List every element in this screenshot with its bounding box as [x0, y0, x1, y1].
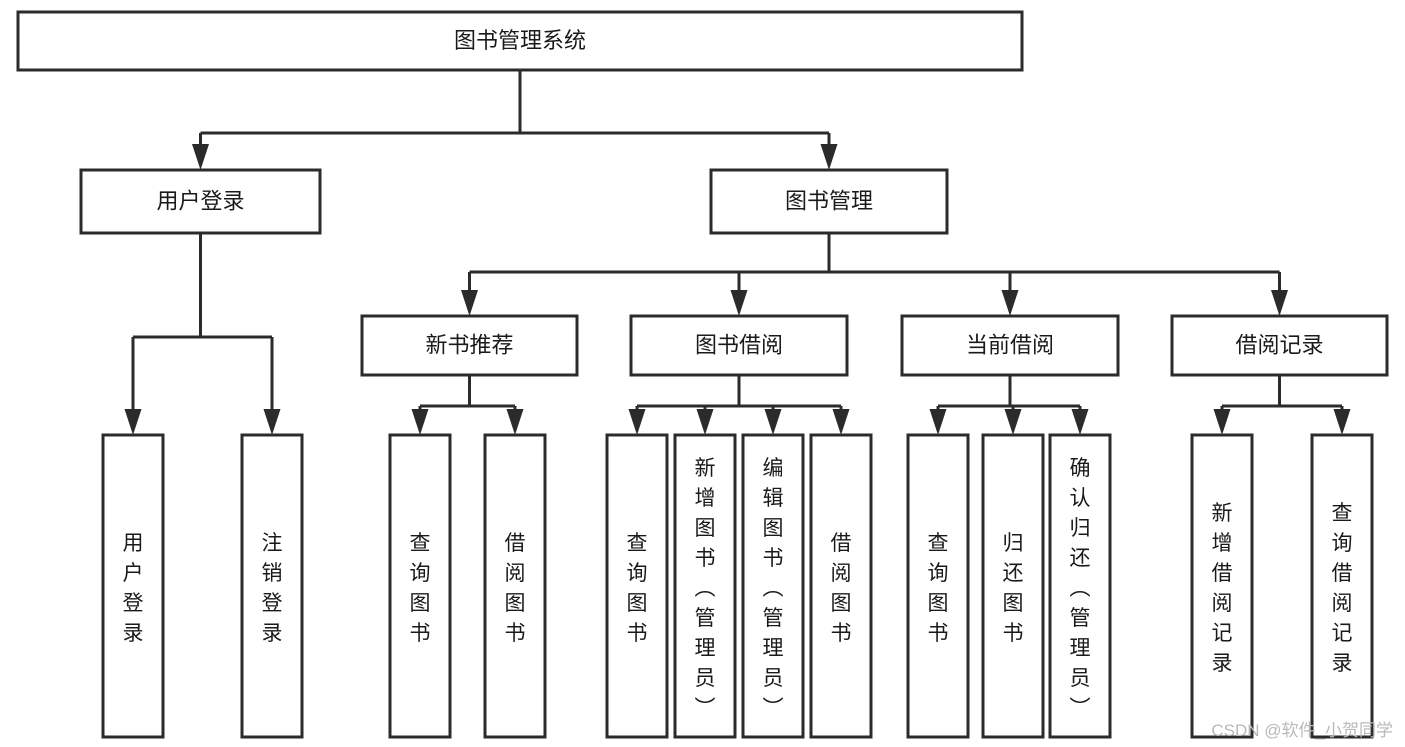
node-box-l2_2[interactable]	[900, 314, 1120, 377]
node-leaf_3[interactable]: 借阅图书	[483, 433, 547, 739]
node-box-l1_0[interactable]	[79, 168, 322, 235]
node-root[interactable]: 图书管理系统	[16, 10, 1024, 72]
connector-l2_1	[628, 375, 850, 435]
node-label-leaf_12: 查询借阅记录	[1332, 502, 1353, 675]
node-label-leaf_7: 借阅图书	[831, 532, 852, 645]
connector-root	[192, 70, 838, 170]
node-leaf_2[interactable]: 查询图书	[388, 433, 452, 739]
node-l2_1[interactable]: 图书借阅	[629, 314, 849, 377]
node-label-leaf_5: 新增图书︵管理员︶	[695, 457, 716, 720]
node-leaf_5[interactable]: 新增图书︵管理员︶	[673, 433, 737, 739]
node-label-leaf_6: 编辑图书︵管理员︶	[763, 457, 784, 720]
node-leaf_10[interactable]: 确认归还︵管理员︶	[1048, 433, 1112, 739]
node-box-leaf_4[interactable]	[605, 433, 669, 739]
node-box-leaf_0[interactable]	[101, 433, 165, 739]
node-box-leaf_6[interactable]	[741, 433, 805, 739]
connector-l2_2	[929, 375, 1089, 435]
node-leaf_7[interactable]: 借阅图书	[809, 433, 873, 739]
node-label-l2_1: 图书借阅	[695, 332, 783, 357]
node-box-leaf_2[interactable]	[388, 433, 452, 739]
node-box-leaf_7[interactable]	[809, 433, 873, 739]
node-label-root: 图书管理系统	[454, 28, 586, 53]
node-l1_0[interactable]: 用户登录	[79, 168, 322, 235]
node-leaf_6[interactable]: 编辑图书︵管理员︶	[741, 433, 805, 739]
node-box-l2_3[interactable]	[1170, 314, 1389, 377]
node-box-root[interactable]	[16, 10, 1024, 72]
node-label-leaf_1: 注销登录	[262, 532, 283, 645]
node-box-leaf_8[interactable]	[906, 433, 970, 739]
node-leaf_9[interactable]: 归还图书	[981, 433, 1045, 739]
node-box-leaf_3[interactable]	[483, 433, 547, 739]
node-box-l2_0[interactable]	[360, 314, 579, 377]
node-label-leaf_0: 用户登录	[123, 532, 144, 645]
node-box-l2_1[interactable]	[629, 314, 849, 377]
node-box-l1_1[interactable]	[709, 168, 949, 235]
csdn-watermark: CSDN @软件_小贺同学	[1211, 721, 1393, 740]
node-leaf_0[interactable]: 用户登录	[101, 433, 165, 739]
node-box-leaf_1[interactable]	[240, 433, 304, 739]
node-box-leaf_5[interactable]	[673, 433, 737, 739]
connector-l2_0	[411, 375, 524, 435]
nodes-layer: 图书管理系统用户登录图书管理新书推荐图书借阅当前借阅借阅记录用户登录注销登录查询…	[16, 10, 1389, 739]
node-label-leaf_9: 归还图书	[1003, 532, 1024, 645]
node-box-leaf_11[interactable]	[1190, 433, 1254, 739]
node-leaf_1[interactable]: 注销登录	[240, 433, 304, 739]
node-label-l2_0: 新书推荐	[425, 332, 513, 357]
node-leaf_12[interactable]: 查询借阅记录	[1310, 433, 1374, 739]
node-l1_1[interactable]: 图书管理	[709, 168, 949, 235]
node-l2_0[interactable]: 新书推荐	[360, 314, 579, 377]
node-label-l1_0: 用户登录	[156, 188, 244, 213]
node-box-leaf_10[interactable]	[1048, 433, 1112, 739]
node-label-l2_3: 借阅记录	[1235, 332, 1323, 357]
node-l2_3[interactable]: 借阅记录	[1170, 314, 1389, 377]
node-l2_2[interactable]: 当前借阅	[900, 314, 1120, 377]
node-leaf_8[interactable]: 查询图书	[906, 433, 970, 739]
connector-l2_3	[1213, 375, 1351, 435]
node-box-leaf_12[interactable]	[1310, 433, 1374, 739]
node-leaf_11[interactable]: 新增借阅记录	[1190, 433, 1254, 739]
node-label-leaf_3: 借阅图书	[505, 532, 526, 645]
connector-l1_1	[461, 233, 1288, 316]
node-label-leaf_11: 新增借阅记录	[1212, 502, 1233, 675]
node-leaf_4[interactable]: 查询图书	[605, 433, 669, 739]
node-box-leaf_9[interactable]	[981, 433, 1045, 739]
node-label-l1_1: 图书管理	[785, 188, 873, 213]
node-label-leaf_2: 查询图书	[410, 532, 431, 645]
edges-layer	[124, 70, 1351, 435]
connector-l1_0	[124, 233, 281, 435]
node-label-leaf_10: 确认归还︵管理员︶	[1070, 457, 1091, 720]
node-label-leaf_4: 查询图书	[627, 532, 648, 645]
node-label-leaf_8: 查询图书	[928, 532, 949, 645]
node-label-l2_2: 当前借阅	[966, 332, 1054, 357]
